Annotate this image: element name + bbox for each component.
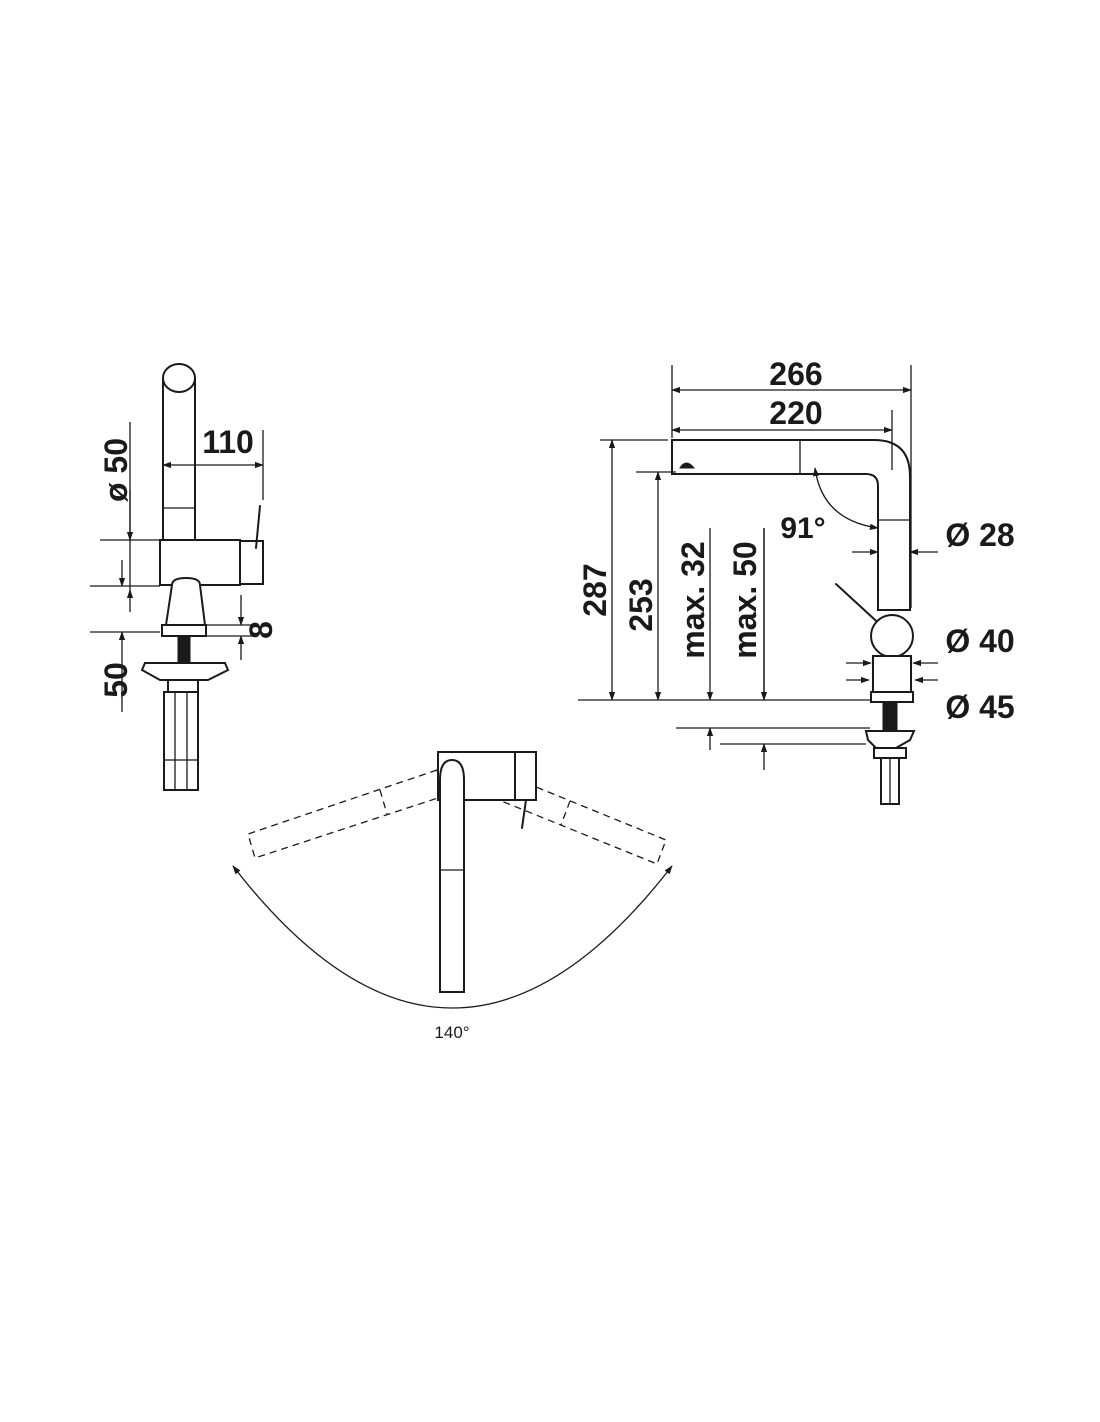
side-threaded-rod: [177, 635, 191, 665]
front-angle-arc: [812, 467, 879, 530]
front-threaded-rod: [882, 701, 898, 731]
top-spout: [439, 758, 465, 993]
side-lever: [255, 505, 261, 549]
front-connector: [873, 747, 907, 759]
front-dim-220: 220: [769, 395, 822, 431]
top-body-cap: [514, 751, 537, 801]
top-lever: [521, 799, 527, 829]
side-body-cap: [239, 540, 264, 585]
side-dim-50: 50: [98, 662, 134, 698]
top-spout-left-position: [247, 769, 445, 859]
side-body: [159, 539, 241, 586]
front-view: 266 220 91° 287 253 max. 32 max. 50 Ø 28: [577, 356, 1015, 805]
front-body: [870, 614, 914, 658]
side-mounting-plate: [140, 662, 230, 681]
front-dim-266: 266: [769, 356, 822, 392]
front-dim-diameter-45: Ø 45: [945, 689, 1014, 725]
front-dim-diameter-28: Ø 28: [945, 517, 1014, 553]
front-spout-outlet: [679, 462, 696, 469]
top-view: 140°: [232, 751, 673, 1042]
side-dim-diameter-50: ø 50: [98, 438, 134, 502]
front-dim-287: 287: [577, 563, 613, 616]
top-dim-140: 140°: [434, 1023, 469, 1042]
front-mounting-plate: [864, 730, 916, 749]
front-dim-diameter-40: Ø 40: [945, 623, 1014, 659]
side-connector: [167, 679, 199, 693]
side-spout-head: [162, 363, 196, 393]
side-view: 110 ø 50 50 8: [90, 363, 279, 791]
side-spout-column: [162, 379, 196, 541]
front-dim-max-32: max. 32: [675, 541, 711, 658]
side-dim-8: 8: [243, 621, 279, 639]
top-swivel-arc: [232, 865, 673, 1009]
front-base-ring: [870, 691, 914, 703]
front-dim-253: 253: [623, 578, 659, 631]
side-neck: [164, 576, 207, 626]
front-dim-max-50: max. 50: [727, 541, 763, 658]
side-base-ring: [161, 624, 207, 637]
front-dim-91: 91°: [780, 512, 825, 545]
side-hose-bundle: [163, 691, 199, 791]
side-dim-110: 110: [202, 424, 254, 460]
